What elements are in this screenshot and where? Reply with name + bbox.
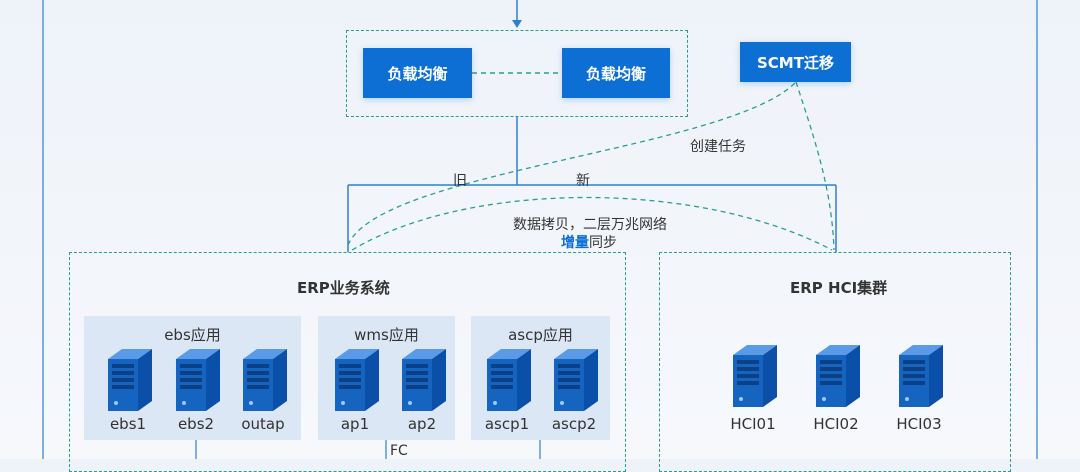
load-balancer-left[interactable]: 负载均衡 <box>363 48 472 98</box>
copy-note-line1: 数据拷贝，二层万兆网络 <box>513 217 667 233</box>
ap2-server-label: ap2 <box>407 415 437 433</box>
load-balancer-right-label: 负载均衡 <box>585 64 646 83</box>
ebs-app-title: ebs应用 <box>164 326 221 344</box>
ebs2-server-icon <box>170 345 222 411</box>
ascp-app-title: ascp应用 <box>508 326 573 344</box>
ascp2-server-label: ascp2 <box>551 415 597 433</box>
ascp2-server-icon <box>548 345 600 411</box>
load-balancer-right[interactable]: 负载均衡 <box>562 48 670 98</box>
outap-server-icon <box>237 345 289 411</box>
hci01-server-icon <box>727 341 779 407</box>
ascp1-server-label: ascp1 <box>484 415 530 433</box>
load-balancer-group <box>346 30 688 117</box>
scmt-label: SCMT迁移 <box>757 53 834 72</box>
fc-label: FC <box>390 443 408 459</box>
sync-label: 同步 <box>589 235 617 251</box>
hci02-server-label: HCI02 <box>813 415 859 433</box>
scmt-migration-button[interactable]: SCMT迁移 <box>740 42 851 82</box>
incremental-label: 增量 <box>561 235 589 251</box>
new-label: 新 <box>576 173 590 189</box>
connector-lines <box>42 0 1038 459</box>
ebs1-server-icon <box>102 345 154 411</box>
hci03-server-icon <box>893 341 945 407</box>
architecture-diagram: 负载均衡 负载均衡 SCMT迁移 创建任务 旧 新 数据拷贝，二层万兆网络 增量… <box>42 0 1038 472</box>
hci-cluster-title: ERP HCI集群 <box>790 279 888 297</box>
create-task-label: 创建任务 <box>690 139 746 155</box>
ap2-server-icon <box>396 345 448 411</box>
hci01-server-label: HCI01 <box>730 415 776 433</box>
erp-system-title: ERP业务系统 <box>297 279 390 297</box>
copy-note-line2: 增量同步 <box>561 232 617 252</box>
wms-app-title: wms应用 <box>354 326 419 344</box>
hci03-server-label: HCI03 <box>896 415 942 433</box>
ascp1-server-icon <box>481 345 533 411</box>
hci02-server-icon <box>810 341 862 407</box>
outap-server-label: outap <box>241 415 285 433</box>
ap1-server-icon <box>329 345 381 411</box>
ebs1-server-label: ebs1 <box>109 415 147 433</box>
load-balancer-left-label: 负载均衡 <box>387 64 448 83</box>
old-label: 旧 <box>453 173 467 189</box>
ebs2-server-label: ebs2 <box>177 415 215 433</box>
ap1-server-label: ap1 <box>340 415 370 433</box>
